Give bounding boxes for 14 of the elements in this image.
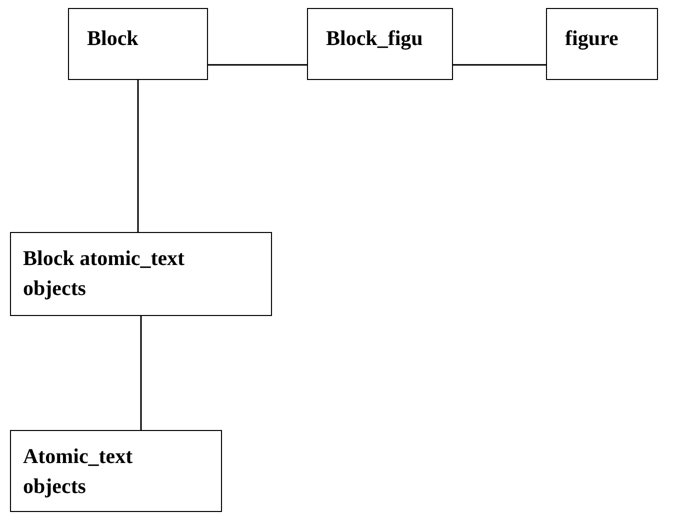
box-label: Atomic_text objects bbox=[23, 443, 134, 500]
process-box bbox=[10, 232, 272, 316]
box-label: Block_figu bbox=[326, 25, 424, 52]
box-label: figure bbox=[565, 25, 620, 52]
connector-line bbox=[208, 64, 307, 66]
box-label: Block bbox=[87, 25, 140, 52]
box-label: Block atomic_text objects bbox=[23, 245, 186, 302]
process-box bbox=[307, 8, 453, 80]
connector-line bbox=[453, 64, 546, 66]
connector-line bbox=[140, 316, 142, 430]
process-box bbox=[10, 430, 222, 512]
process-box bbox=[68, 8, 208, 80]
connector-line bbox=[137, 80, 139, 232]
process-box bbox=[546, 8, 658, 80]
